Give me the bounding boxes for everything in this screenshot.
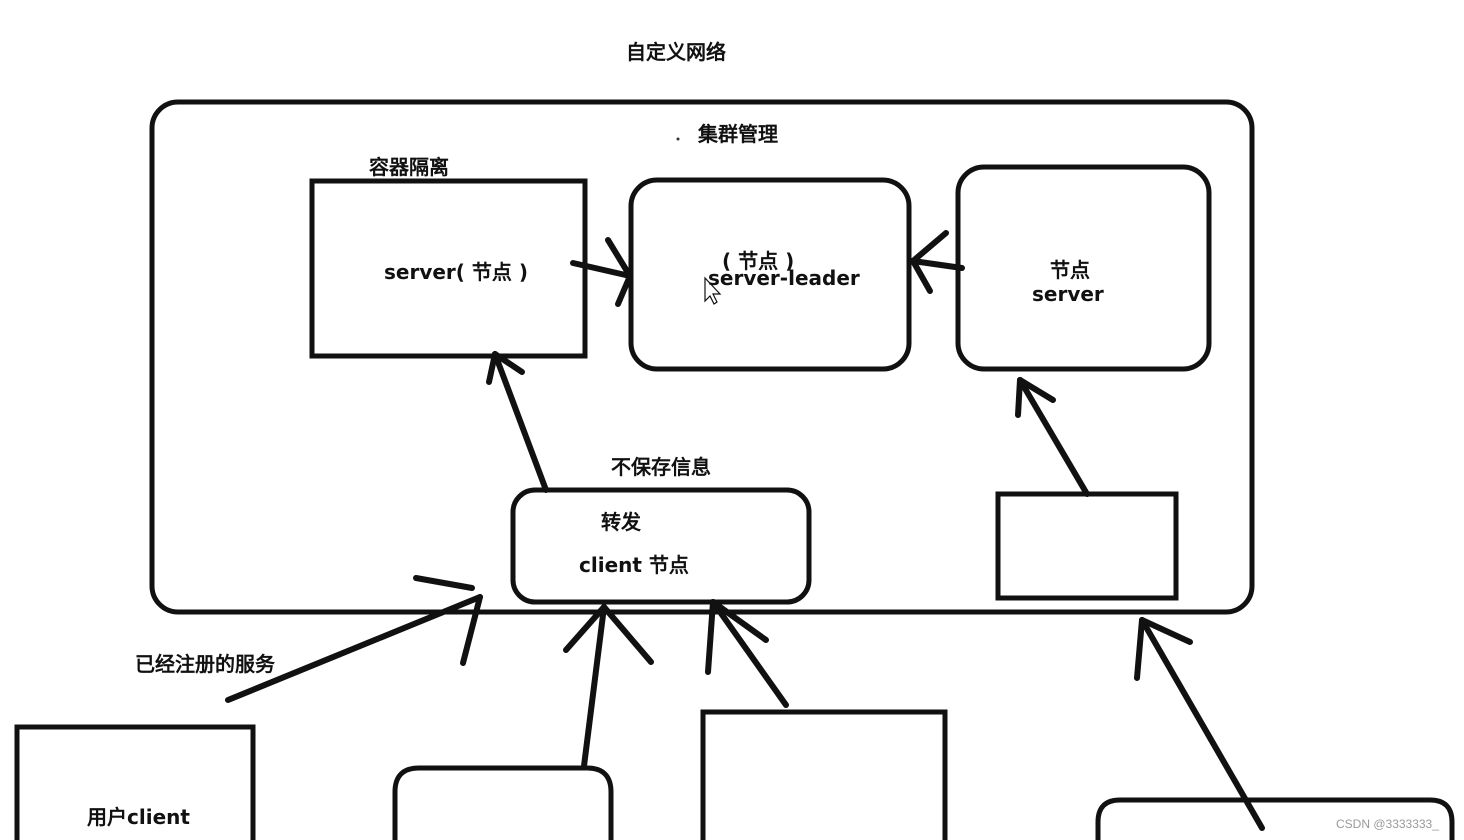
arrow-server-to-leader <box>570 237 633 307</box>
right-server-label-line2: server <box>1032 282 1104 306</box>
mouse-cursor-icon <box>704 276 722 305</box>
server-node-label: server( 节点 ) <box>384 260 529 284</box>
no-store-label: 不保存信息 <box>611 455 711 479</box>
watermark: CSDN @3333333_ <box>1336 817 1439 831</box>
arrow-box3-to-client <box>705 599 789 708</box>
client-label-line2: client 节点 <box>579 553 689 577</box>
stray-dot <box>676 137 680 141</box>
leader-label-line1: ( 节点 ) <box>722 249 795 273</box>
right-server-label-line1: 节点 <box>1050 258 1090 282</box>
diagram-title: 自定义网络 <box>626 40 726 64</box>
arrow-client-to-server <box>486 351 549 493</box>
cluster-boundary <box>149 99 1255 615</box>
user-client-label: 用户client <box>87 805 190 829</box>
arrow-right-server-to-leader <box>910 230 965 294</box>
bottom-box-3 <box>700 709 948 840</box>
inner-small-box <box>995 491 1179 601</box>
leader-label-line2: server-leader <box>708 266 860 290</box>
arrow-box4-to-cluster <box>1134 617 1265 831</box>
bottom-box-4 <box>1095 797 1455 840</box>
arrow-box2-to-client <box>563 604 654 769</box>
registered-services-label: 已经注册的服务 <box>135 652 275 676</box>
arrow-smallbox-to-right-server <box>1015 377 1090 497</box>
client-label-line1: 转发 <box>601 510 641 534</box>
isolation-label: 容器隔离 <box>369 155 449 179</box>
user-client-box <box>14 724 256 840</box>
client-node-box <box>510 487 812 605</box>
bottom-box-2 <box>392 765 614 840</box>
arrow-registered-to-cluster <box>225 575 483 703</box>
cluster-label: 集群管理 <box>698 122 778 146</box>
